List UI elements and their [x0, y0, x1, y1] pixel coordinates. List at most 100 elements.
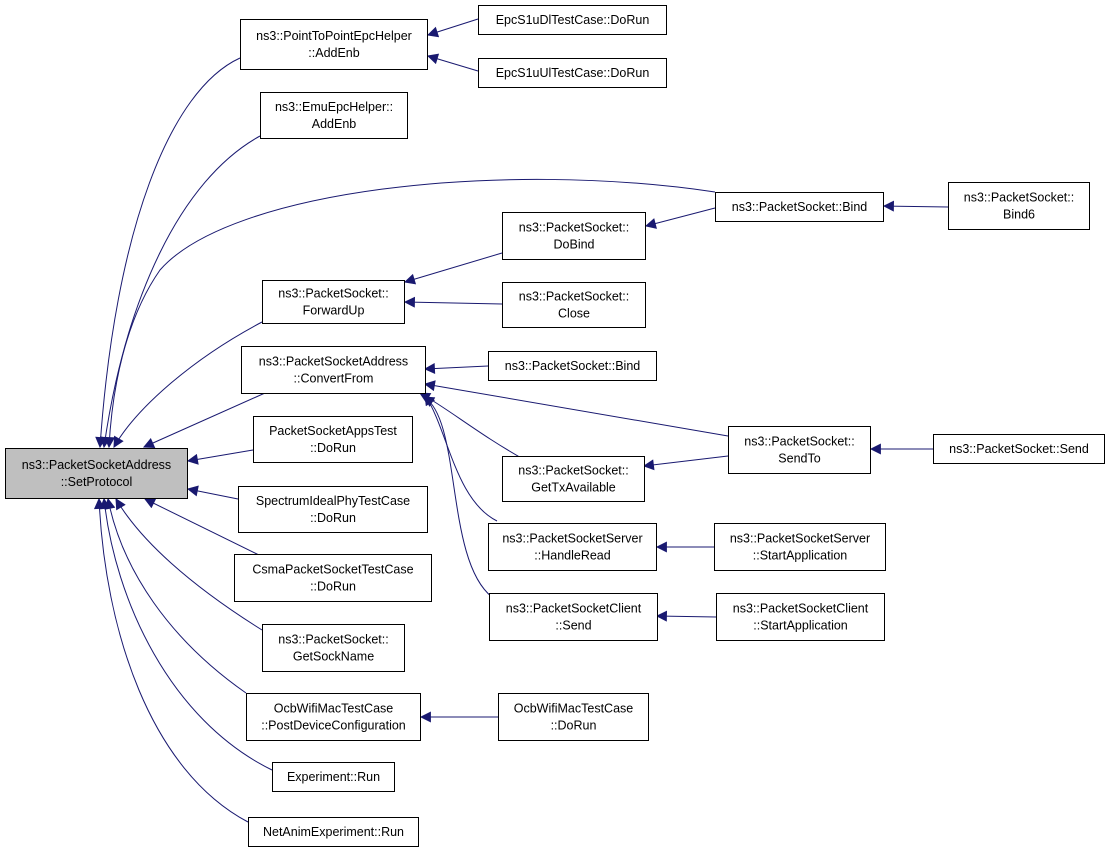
edge-pscsend-to-convertfrom [423, 396, 493, 598]
node-psa-convertfrom[interactable]: ns3::PacketSocketAddress::ConvertFrom [241, 346, 426, 394]
node-box [478, 58, 667, 88]
node-label-line: ::HandleRead [534, 549, 610, 563]
node-emu-addenb[interactable]: ns3::EmuEpcHelper::AddEnb [260, 92, 408, 139]
node-box [488, 351, 657, 381]
edge-pscstart-to-pscsend [655, 610, 717, 622]
node-box [728, 426, 871, 474]
node-label-line: ns3::PacketSocket:: [519, 221, 629, 235]
node-label-line: SpectrumIdealPhyTestCase [256, 494, 410, 508]
edge-experiment-to-setprotocol [99, 497, 273, 771]
node-label-line: NetAnimExperiment::Run [263, 825, 404, 839]
node-box [246, 693, 421, 741]
node-csma[interactable]: CsmaPacketSocketTestCase::DoRun [234, 554, 432, 602]
edge-sendto-to-convertfrom [423, 380, 729, 437]
node-label-line: ::AddEnb [308, 46, 359, 60]
edge-dobind-to-forwardup [403, 252, 503, 285]
node-label-line: OcbWifiMacTestCase [274, 702, 394, 716]
node-label-line: ::StartApplication [753, 549, 848, 563]
node-label-line: EpcS1uDlTestCase::DoRun [496, 13, 650, 27]
edge-bind6-to-bindtop [882, 200, 949, 212]
node-box [502, 282, 646, 328]
node-label-line: ns3::PacketSocketServer [502, 532, 642, 546]
node-ps-bind-top[interactable]: ns3::PacketSocket::Bind [715, 192, 884, 222]
node-label-line: SendTo [778, 452, 820, 466]
node-netanim[interactable]: NetAnimExperiment::Run [248, 817, 419, 847]
edge-epcdl-to-p2p [426, 18, 479, 38]
node-experiment[interactable]: Experiment::Run [272, 762, 395, 792]
edge-csma-to-setprotocol [144, 498, 266, 559]
node-label-line: ::DoRun [310, 580, 356, 594]
node-label-line: ns3::PacketSocket:: [519, 290, 629, 304]
node-label-line: GetSockName [293, 650, 374, 664]
node-box [498, 693, 649, 741]
node-box [502, 212, 646, 260]
node-label-line: ns3::PacketSocket::Bind [505, 359, 641, 373]
node-label-line: ::StartApplication [753, 619, 848, 633]
edge-handleread-to-convertfrom [424, 394, 498, 522]
node-box [948, 182, 1090, 230]
node-ps-gettx[interactable]: ns3::PacketSocket::GetTxAvailable [502, 456, 645, 502]
node-label-line: ns3::PacketSocketClient [733, 602, 869, 616]
node-label-line: ns3::PacketSocketAddress [22, 458, 171, 472]
node-box [272, 762, 395, 792]
node-ocb-dorun[interactable]: OcbWifiMacTestCase::DoRun [498, 693, 649, 741]
node-box [502, 456, 645, 502]
node-box [238, 486, 428, 533]
node-label-line: AddEnb [312, 117, 357, 131]
node-label-line: ::SetProtocol [61, 475, 133, 489]
node-psapps[interactable]: PacketSocketAppsTest::DoRun [253, 416, 413, 463]
node-label-line: Bind6 [1003, 208, 1035, 222]
edge-bindmid-to-convertfrom [423, 363, 489, 375]
node-box [234, 554, 432, 602]
node-ps-forwardup[interactable]: ns3::PacketSocket::ForwardUp [262, 280, 405, 324]
node-ocb-postdev[interactable]: OcbWifiMacTestCase::PostDeviceConfigurat… [246, 693, 421, 741]
node-box [933, 434, 1105, 464]
node-label-line: ns3::PacketSocketServer [730, 532, 870, 546]
node-box [241, 346, 426, 394]
node-box [715, 192, 884, 222]
node-box [262, 624, 405, 672]
node-box [253, 416, 413, 463]
node-box [5, 448, 188, 499]
node-ps-dobind[interactable]: ns3::PacketSocket::DoBind [502, 212, 646, 260]
node-psc-start[interactable]: ns3::PacketSocketClient::StartApplicatio… [716, 593, 885, 641]
node-ps-bind-mid[interactable]: ns3::PacketSocket::Bind [488, 351, 657, 381]
node-box [240, 19, 428, 70]
node-label-line: ns3::PacketSocket:: [964, 191, 1074, 205]
node-pss-start[interactable]: ns3::PacketSocketServer::StartApplicatio… [714, 523, 886, 571]
edge-spectrum-to-setprotocol [186, 485, 239, 500]
node-label-line: ns3::EmuEpcHelper:: [275, 100, 393, 114]
edge-netanim-to-setprotocol [93, 497, 249, 823]
node-label-line: ns3::PacketSocket:: [278, 633, 388, 647]
node-psc-send[interactable]: ns3::PacketSocketClient::Send [489, 593, 658, 641]
node-epcdl[interactable]: EpcS1uDlTestCase::DoRun [478, 5, 667, 35]
node-box [488, 523, 657, 571]
node-epcul[interactable]: EpcS1uUlTestCase::DoRun [478, 58, 667, 88]
node-box [716, 593, 885, 641]
node-label-line: PacketSocketAppsTest [269, 424, 397, 438]
node-spectrum[interactable]: SpectrumIdealPhyTestCase::DoRun [238, 486, 428, 533]
node-label-line: ns3::PacketSocket:: [278, 287, 388, 301]
node-box [478, 5, 667, 35]
edge-convertfrom-to-setprotocol [142, 392, 266, 448]
node-p2p-addenb[interactable]: ns3::PointToPointEpcHelper::AddEnb [240, 19, 428, 70]
node-ps-getsockname[interactable]: ns3::PacketSocket::GetSockName [262, 624, 405, 672]
node-label-line: ns3::PacketSocket::Send [949, 442, 1089, 456]
node-label-line: ns3::PacketSocketClient [506, 602, 642, 616]
node-ps-send[interactable]: ns3::PacketSocket::Send [933, 434, 1105, 464]
node-pss-handleread[interactable]: ns3::PacketSocketServer::HandleRead [488, 523, 657, 571]
node-label-line: DoBind [554, 238, 595, 252]
node-label-line: ::DoRun [551, 719, 597, 733]
edge-bindtop-to-dobind [644, 207, 716, 229]
node-label-line: Close [558, 307, 590, 321]
node-label-line: ns3::PacketSocket::Bind [732, 200, 868, 214]
node-ps-sendto[interactable]: ns3::PacketSocket::SendTo [728, 426, 871, 474]
node-setprotocol[interactable]: ns3::PacketSocketAddress::SetProtocol [5, 448, 188, 499]
node-ps-close[interactable]: ns3::PacketSocket::Close [502, 282, 646, 328]
node-label-line: Experiment::Run [287, 770, 380, 784]
edge-bindtop-to-setprotocol [104, 178, 716, 449]
node-label-line: OcbWifiMacTestCase [514, 702, 634, 716]
node-label-line: ns3::PacketSocket:: [744, 435, 854, 449]
node-ps-bind6[interactable]: ns3::PacketSocket::Bind6 [948, 182, 1090, 230]
